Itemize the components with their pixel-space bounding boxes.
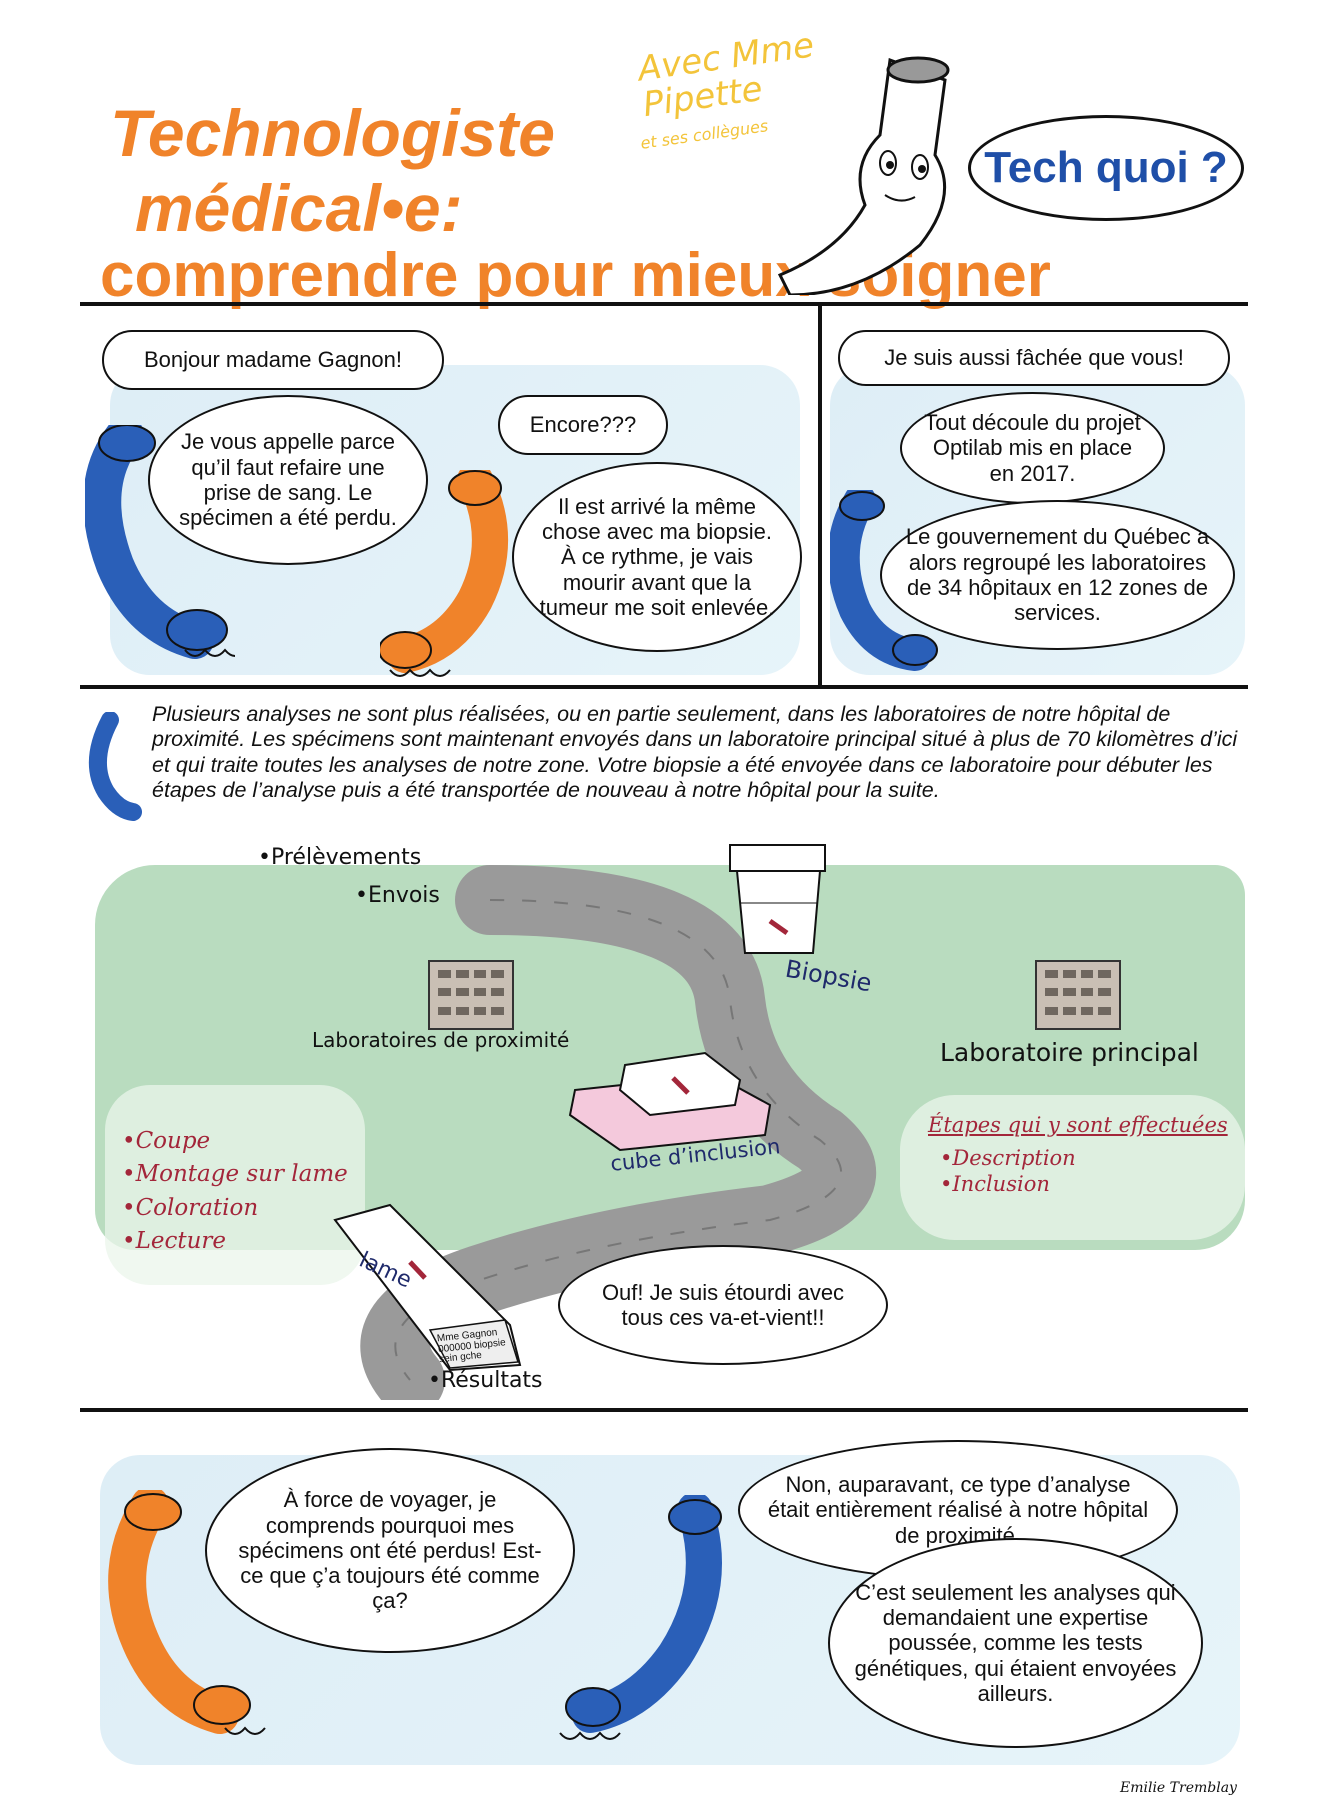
etourdi-text: Ouf! Je suis étourdi avec tous ces va-et…	[601, 1279, 845, 1330]
gouvernement-text: Le gouvernement du Québec a alors regrou…	[905, 524, 1210, 626]
cassette-icon	[568, 1051, 772, 1152]
question-text: À force de voyager, je comprends pourquo…	[238, 1487, 542, 1614]
biopsy-reply-text: Il est arrivé la même chose avec ma biop…	[539, 493, 775, 620]
proximite-steps-list: •Coupe •Montage sur lame •Coloration •Le…	[122, 1125, 348, 1258]
title-line-2: médical•e:	[135, 171, 463, 245]
divider-top	[80, 302, 1248, 306]
lab-proximite-building-icon	[428, 960, 514, 1030]
step-envois: •Envois	[355, 883, 440, 908]
tech-quoi-bubble: Tech quoi ?	[968, 115, 1244, 221]
divider-lower	[80, 1408, 1248, 1412]
narration-text: Plusieurs analyses ne sont plus réalisée…	[152, 702, 1238, 803]
pipette-character-icon	[777, 56, 950, 295]
greeting-bubble: Bonjour madame Gagnon!	[102, 330, 444, 390]
question-bubble: À force de voyager, je comprends pourquo…	[205, 1448, 575, 1653]
biopsy-container-icon	[729, 844, 826, 954]
principal-steps-title: Étapes qui y sont effectuées	[928, 1113, 1228, 1137]
divider-vertical	[818, 302, 822, 687]
proximite-steps-blob	[105, 1085, 365, 1285]
road-path	[360, 865, 876, 1400]
divider-middle	[80, 685, 1248, 689]
blue-phone-icon-2	[830, 490, 938, 671]
step-lecture: •Lecture	[122, 1228, 226, 1255]
gouvernement-bubble: Le gouvernement du Québec a alors regrou…	[880, 500, 1235, 650]
lab-principal-building-icon	[1035, 960, 1121, 1030]
principal-steps-blob	[900, 1095, 1245, 1240]
seulement-text: C’est seulement les analyses qui demanda…	[854, 1579, 1177, 1706]
step-montage: •Montage sur lame	[122, 1161, 348, 1188]
lab-proximite-label: Laboratoires de proximité	[312, 1028, 570, 1052]
encore-text: Encore???	[529, 412, 637, 438]
call-reason-bubble: Je vous appelle parce qu’il faut refaire…	[148, 395, 428, 565]
orange-phone-icon-2	[108, 1490, 266, 1735]
orange-phone-icon	[380, 470, 508, 677]
step-resultats: •Résultats	[428, 1368, 543, 1393]
step-description: •Description	[940, 1146, 1076, 1170]
seulement-bubble: C’est seulement les analyses qui demanda…	[828, 1538, 1203, 1748]
encore-bubble: Encore???	[498, 395, 668, 455]
blue-phone-small-icon	[88, 712, 142, 821]
optilab-bubble: Tout découle du projet Optilab mis en pl…	[900, 392, 1165, 504]
blue-phone-icon-3	[559, 1495, 722, 1740]
slide-icon	[333, 1203, 522, 1372]
etourdi-bubble: Ouf! Je suis étourdi avec tous ces va-et…	[558, 1245, 888, 1365]
angry-bubble: Je suis aussi fâchée que vous!	[838, 330, 1230, 386]
blue-phone-icon	[85, 425, 235, 659]
step-prelevements: •Prélèvements	[258, 845, 422, 870]
greeting-text: Bonjour madame Gagnon!	[143, 347, 403, 373]
lab-principal-label: Laboratoire principal	[940, 1038, 1199, 1067]
signature-text: Emilie Tremblay	[1120, 1780, 1237, 1796]
principal-steps-list: •Description •Inclusion	[940, 1145, 1076, 1198]
auparavant-text: Non, auparavant, ce type d’analyse était…	[767, 1472, 1149, 1548]
step-coloration: •Coloration	[122, 1194, 259, 1221]
title-line-1: Technologiste	[110, 96, 555, 170]
tech-quoi-text: Tech quoi ?	[984, 143, 1228, 192]
step-inclusion: •Inclusion	[940, 1172, 1050, 1197]
optilab-text: Tout découle du projet Optilab mis en pl…	[924, 410, 1141, 486]
call-reason-text: Je vous appelle parce qu’il faut refaire…	[179, 429, 397, 531]
angry-text: Je suis aussi fâchée que vous!	[884, 345, 1184, 371]
biopsy-reply-bubble: Il est arrivé la même chose avec ma biop…	[512, 462, 802, 652]
step-coupe: •Coupe	[122, 1128, 211, 1154]
